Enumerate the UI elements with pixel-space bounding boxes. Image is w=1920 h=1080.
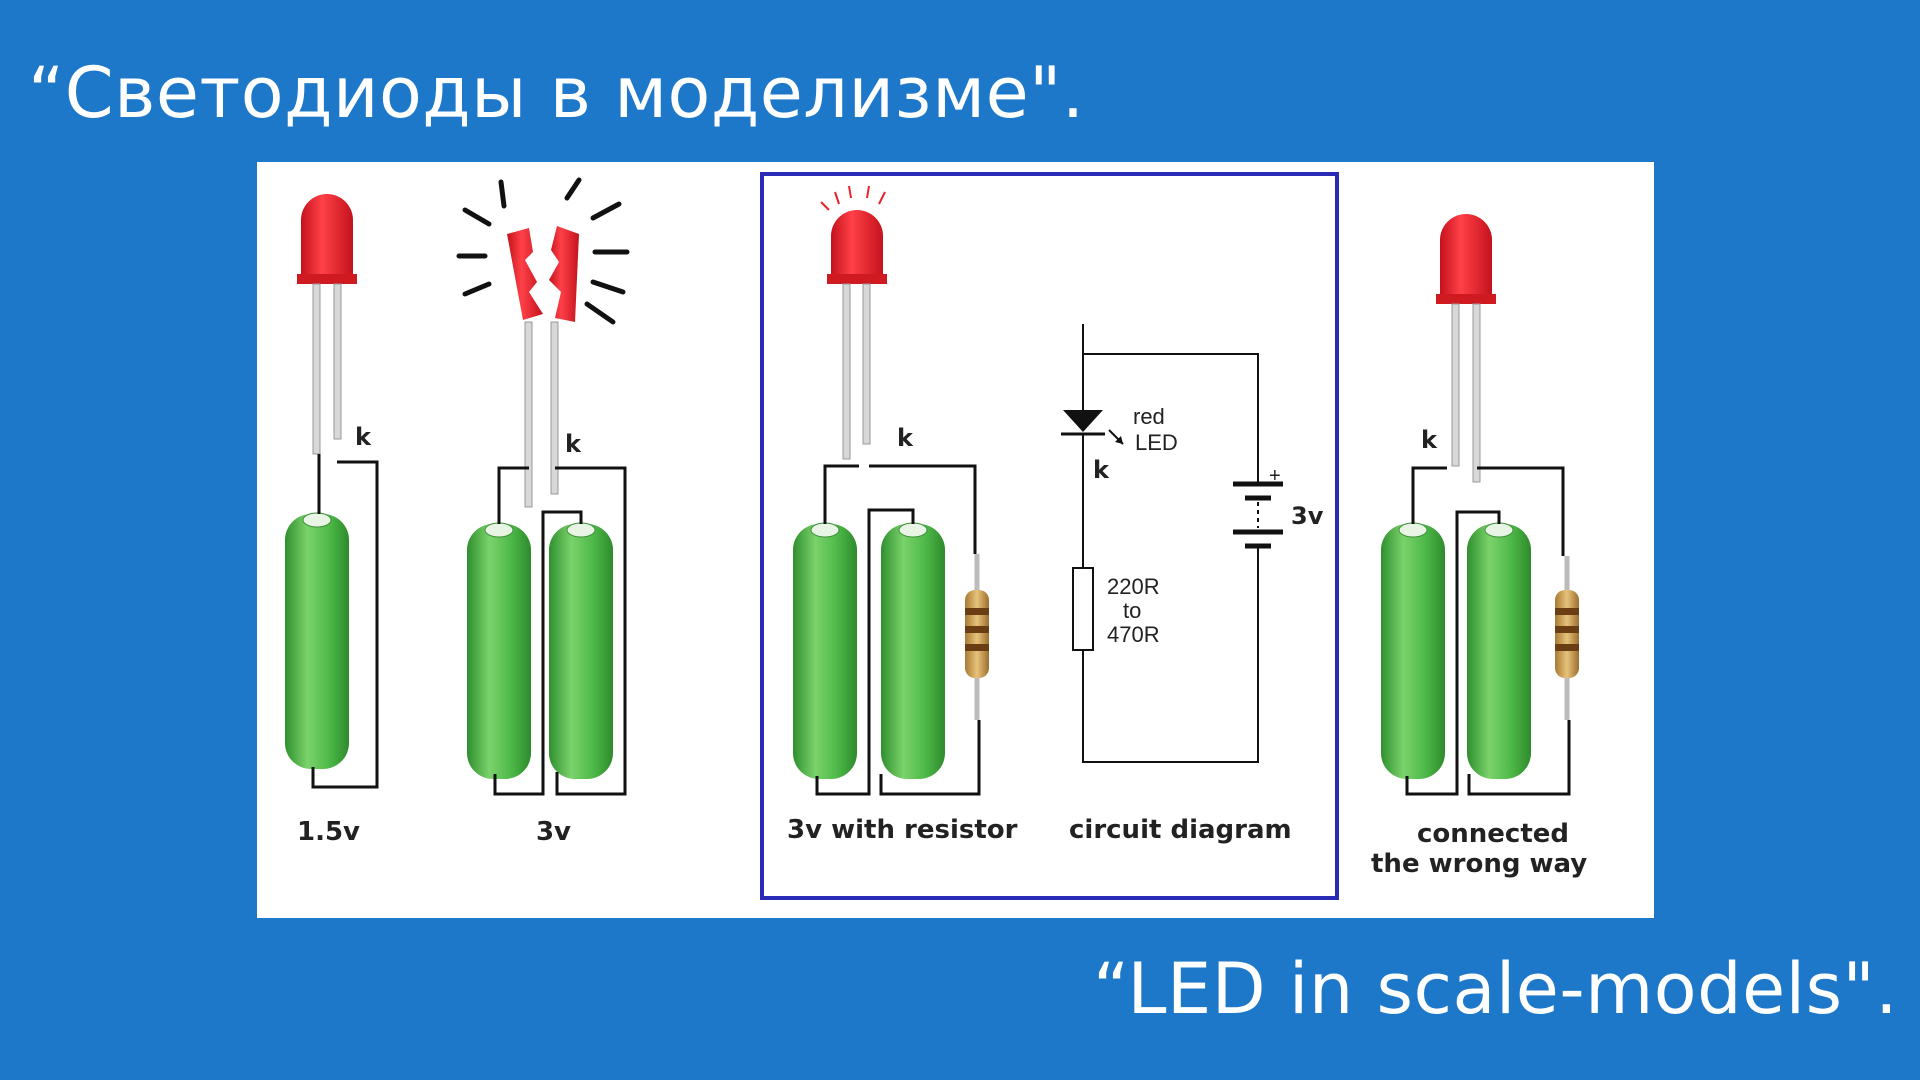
circuit-voltage-label: 3v xyxy=(1291,502,1324,530)
cathode-label: k xyxy=(565,430,582,458)
cathode-label: k xyxy=(1421,426,1438,454)
slide-subtitle: “LED in scale-models". xyxy=(1092,948,1898,1030)
diagram-panel: k 1.5v xyxy=(257,162,1654,918)
label-3v-with-resistor: 3v with resistor xyxy=(787,815,1018,845)
label-wrong-way-line-2: the wrong way xyxy=(1371,849,1587,879)
resistor-value-to: to xyxy=(1123,598,1141,623)
label-circuit-diagram: circuit diagram xyxy=(1069,815,1292,845)
label-wrong-way-line-1: connected xyxy=(1417,819,1569,849)
circuit-led-label: LED xyxy=(1135,430,1178,455)
circuit-red-label: red xyxy=(1133,404,1165,429)
glowing-led-icon xyxy=(820,185,887,460)
battery-icon xyxy=(793,522,857,779)
resistor-icon xyxy=(1555,556,1579,720)
highlight-frame xyxy=(760,172,1339,900)
cathode-label: k xyxy=(355,423,372,451)
led-icon xyxy=(297,194,357,455)
battery-icon xyxy=(881,522,945,779)
battery-icon xyxy=(549,522,613,779)
group-3v: k 3v xyxy=(456,177,630,847)
group-circuit-diagram: red LED k + 3v 220R to 470R circuit diag… xyxy=(1061,324,1324,845)
battery-icon xyxy=(1467,522,1531,779)
label-3v: 3v xyxy=(536,817,571,847)
led-diagram: k 1.5v xyxy=(285,172,1587,900)
group-1-5v: k 1.5v xyxy=(285,194,379,847)
resistor-symbol xyxy=(1072,567,1094,651)
cathode-label: k xyxy=(897,424,914,452)
battery-icon xyxy=(1381,522,1445,779)
battery-symbol xyxy=(1233,481,1283,549)
led-icon xyxy=(1436,214,1496,483)
resistor-icon xyxy=(965,554,989,720)
resistor-value-1: 220R xyxy=(1107,574,1160,599)
exploded-led-icon xyxy=(456,177,630,508)
label-1-5v: 1.5v xyxy=(297,817,360,847)
resistor-value-2: 470R xyxy=(1107,622,1160,647)
group-3v-with-resistor: k 3v with resistor xyxy=(787,185,1018,845)
battery-icon xyxy=(467,522,531,779)
diode-symbol xyxy=(1061,410,1124,445)
slide-title: “Светодиоды в моделизме". xyxy=(28,52,1085,134)
battery-icon xyxy=(285,512,349,769)
cathode-label: k xyxy=(1093,456,1110,484)
group-wrong-way: k connected the wrong way xyxy=(1371,214,1587,879)
plus-sign: + xyxy=(1269,465,1281,487)
